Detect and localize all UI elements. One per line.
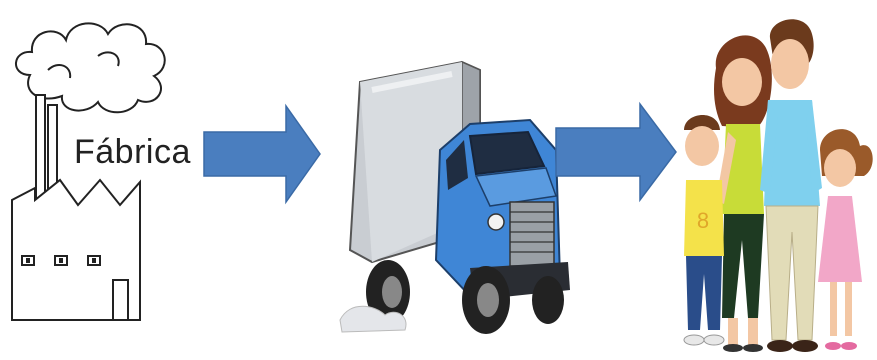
svg-text:8: 8 [697,208,709,233]
factory-door [113,280,128,320]
arrow-right-icon [556,104,676,200]
truck-icon [340,62,570,334]
family-icon: 8 [684,19,873,352]
chimney [36,95,45,205]
girl-figure [818,129,873,350]
arrow-right-icon [204,106,320,202]
boy-figure: 8 [684,115,724,345]
factory-label: Fábrica [74,133,191,172]
mother-figure [714,35,772,352]
